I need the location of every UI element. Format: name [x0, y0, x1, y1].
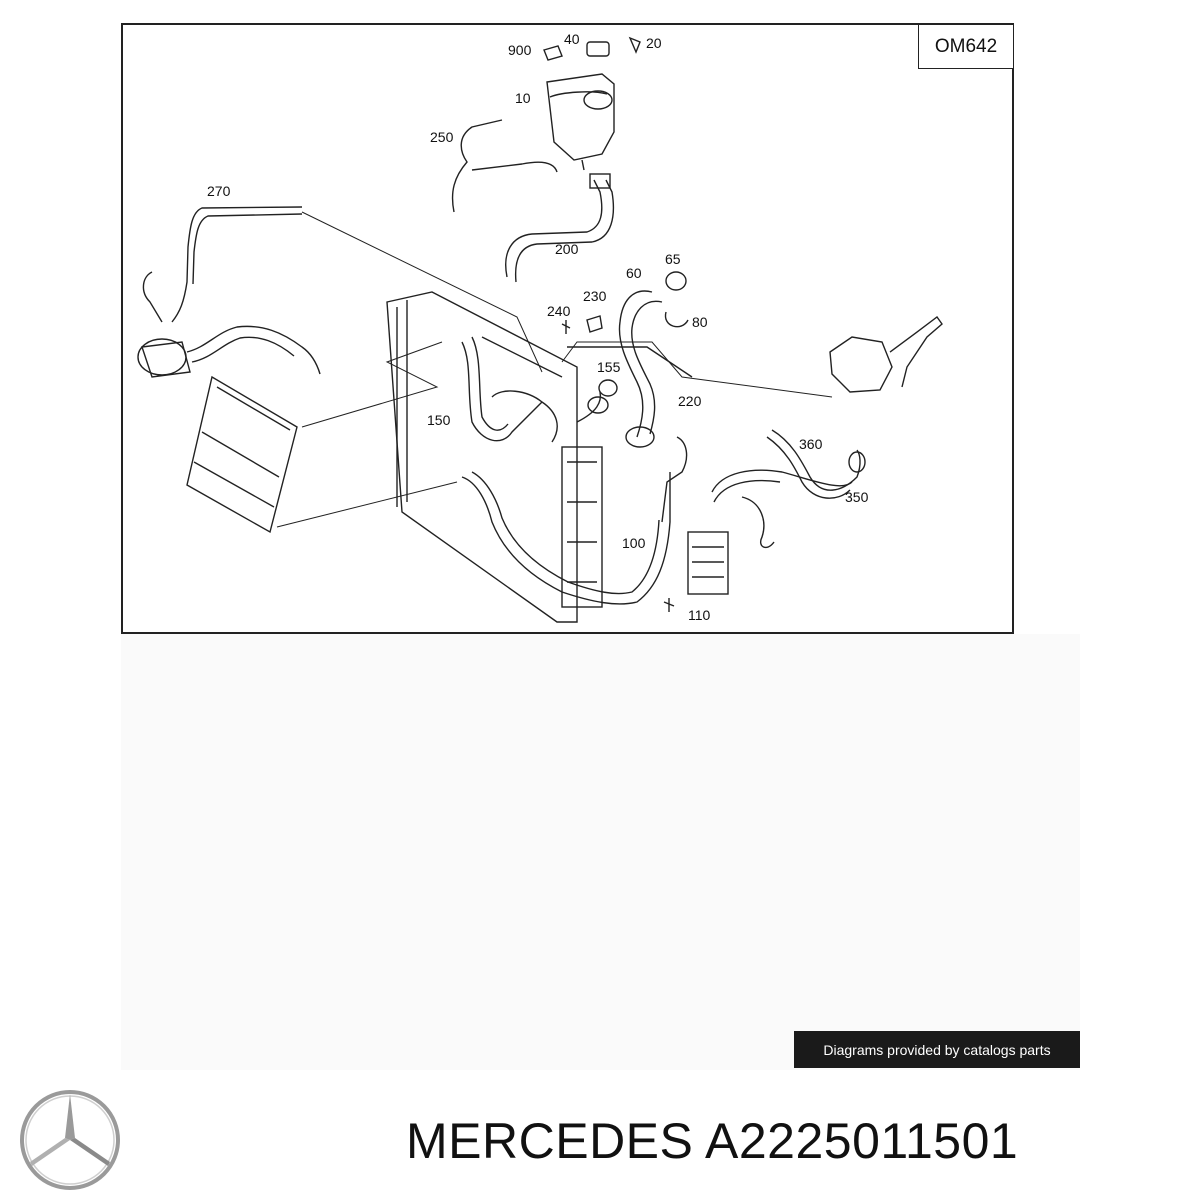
label-60: 60	[626, 265, 642, 281]
gray-background-area	[121, 634, 1080, 1070]
parts-diagram: 900 40 20 10 250 270 200 65 60 230 240 8…	[121, 23, 1014, 634]
label-270: 270	[207, 183, 231, 199]
brand-name: MERCEDES	[406, 1113, 694, 1169]
label-20: 20	[646, 35, 662, 51]
label-900: 900	[508, 42, 532, 58]
engine-code-box: OM642	[918, 25, 1013, 69]
label-10: 10	[515, 90, 531, 106]
label-250: 250	[430, 129, 454, 145]
label-200: 200	[555, 241, 579, 257]
part-number: A2225011501	[705, 1113, 1019, 1169]
label-100: 100	[622, 535, 646, 551]
credit-banner: Diagrams provided by catalogs parts	[794, 1031, 1080, 1068]
label-240: 240	[547, 303, 571, 319]
label-80: 80	[692, 314, 708, 330]
label-220: 220	[678, 393, 702, 409]
cooling-system-drawing: 900 40 20 10 250 270 200 65 60 230 240 8…	[137, 31, 943, 623]
label-155: 155	[597, 359, 621, 375]
label-360: 360	[799, 436, 823, 452]
label-230: 230	[583, 288, 607, 304]
label-65: 65	[665, 251, 681, 267]
label-40: 40	[564, 31, 580, 47]
brand-part-number: MERCEDES A2225011501	[406, 1112, 1018, 1170]
cooler-block	[186, 375, 298, 534]
label-150: 150	[427, 412, 451, 428]
label-350: 350	[845, 489, 869, 505]
label-110: 110	[688, 607, 711, 623]
expansion-tank	[546, 73, 615, 161]
mercedes-star-icon	[20, 1090, 120, 1190]
main-radiator	[386, 291, 578, 623]
